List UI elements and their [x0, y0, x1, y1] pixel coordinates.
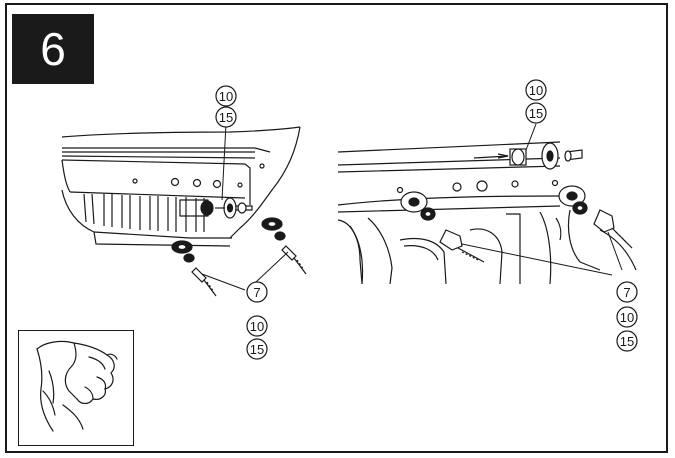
callout-label: 15 — [250, 342, 264, 357]
right-bed-panel — [337, 141, 637, 285]
callout-label: 10 — [250, 319, 264, 334]
callout-label: 7 — [623, 285, 630, 300]
callout-label: 10 — [219, 89, 233, 104]
callout-label: 15 — [529, 106, 543, 121]
left-top-callouts: 10 15 — [215, 85, 237, 128]
left-bed-panel — [61, 126, 301, 247]
callout-label: 15 — [620, 334, 634, 349]
callout-label: 15 — [219, 110, 233, 125]
callout-label: 10 — [620, 310, 634, 325]
left-hardware — [171, 123, 307, 297]
hand-tighten-inset — [18, 330, 134, 446]
hand-tighten-icon — [36, 340, 118, 432]
callout-label: 10 — [529, 83, 543, 98]
right-hardware — [400, 123, 633, 276]
right-bottom-callouts: 7 10 15 — [616, 281, 638, 352]
callout-label: 7 — [253, 285, 260, 300]
left-bottom-callouts: 7 10 15 — [246, 281, 268, 360]
right-top-callouts: 10 15 — [525, 79, 547, 124]
step-number-badge: 6 — [12, 14, 94, 84]
